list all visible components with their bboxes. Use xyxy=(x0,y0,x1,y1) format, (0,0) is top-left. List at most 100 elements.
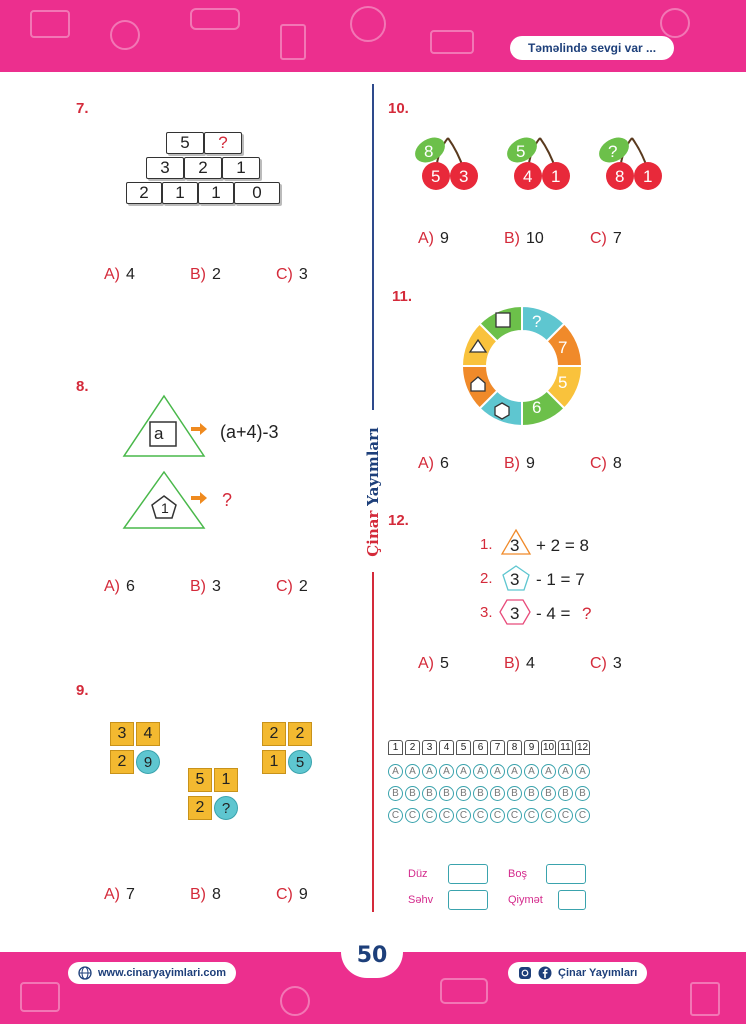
bubble-a[interactable]: A xyxy=(524,764,539,779)
answer-option-c[interactable]: C)2 xyxy=(276,578,308,595)
answer-option-b[interactable]: B)3 xyxy=(190,578,221,595)
bubble-a[interactable]: A xyxy=(405,764,420,779)
pentagon-shape xyxy=(502,565,530,591)
cherry-pair-icon xyxy=(507,137,570,190)
cherry-right-value: 1 xyxy=(643,167,653,186)
q10-number: 10. xyxy=(388,100,409,117)
circle: 9 xyxy=(136,750,160,774)
bubble-c[interactable]: C xyxy=(541,808,556,823)
square-shape xyxy=(495,312,511,328)
bubble-b[interactable]: B xyxy=(405,786,420,801)
bubble-c[interactable]: C xyxy=(473,808,488,823)
sheet-number: 3 xyxy=(422,740,437,755)
bubble-a[interactable]: A xyxy=(558,764,573,779)
bubble-a[interactable]: A xyxy=(507,764,522,779)
answer-option-b[interactable]: B)2 xyxy=(190,266,221,283)
answer-option-a[interactable]: A)7 xyxy=(104,886,135,903)
bubble-b[interactable]: B xyxy=(439,786,454,801)
bubble-a[interactable]: A xyxy=(388,764,403,779)
q8-triangles xyxy=(122,394,206,529)
answer-option-c[interactable]: C)7 xyxy=(590,230,622,247)
shape-value: 3 xyxy=(510,604,520,623)
q7-number: 7. xyxy=(76,100,89,117)
answer-option-a[interactable]: A)4 xyxy=(104,266,135,283)
bubble-b[interactable]: B xyxy=(456,786,471,801)
leaf-value: 8 xyxy=(424,142,434,161)
sheet-number: 4 xyxy=(439,740,454,755)
bubble-c[interactable]: C xyxy=(558,808,573,823)
answer-option-b[interactable]: B)10 xyxy=(504,230,544,247)
sheet-number: 8 xyxy=(507,740,522,755)
bubble-c[interactable]: C xyxy=(405,808,420,823)
pyramid-cell: 0 xyxy=(234,182,280,204)
bubble-c[interactable]: C xyxy=(524,808,539,823)
arrow-icon xyxy=(191,492,207,504)
bubble-c[interactable]: C xyxy=(507,808,522,823)
bubble-a[interactable]: A xyxy=(473,764,488,779)
answer-option-a[interactable]: A)6 xyxy=(104,578,135,595)
bubble-b[interactable]: B xyxy=(524,786,539,801)
pyramid-cell: 3 xyxy=(146,157,184,179)
brand-part-2: Yayımları xyxy=(364,427,382,506)
bubble-b[interactable]: B xyxy=(422,786,437,801)
footer-social[interactable]: Çinar Yayımları xyxy=(508,962,648,984)
bubble-c[interactable]: C xyxy=(439,808,454,823)
globe-icon xyxy=(78,966,92,980)
equation-rest: - 4 = xyxy=(536,604,571,623)
bubble-a[interactable]: A xyxy=(541,764,556,779)
bubble-a[interactable]: A xyxy=(490,764,505,779)
line-number: 2. xyxy=(480,570,493,587)
bubble-b[interactable]: B xyxy=(575,786,590,801)
answer-option-c[interactable]: C)3 xyxy=(590,655,622,672)
bubble-c[interactable]: C xyxy=(575,808,590,823)
sheet-number: 10 xyxy=(541,740,556,755)
bubble-c[interactable]: C xyxy=(456,808,471,823)
answer-option-c[interactable]: C)9 xyxy=(276,886,308,903)
social-text: Çinar Yayımları xyxy=(558,967,638,979)
bubble-a[interactable]: A xyxy=(456,764,471,779)
sheet-number: 12 xyxy=(575,740,590,755)
cherry-right-value: 3 xyxy=(459,167,469,186)
answer-option-b[interactable]: B)9 xyxy=(504,455,535,472)
bubble-b[interactable]: B xyxy=(490,786,505,801)
answer-option-c[interactable]: C)8 xyxy=(590,455,622,472)
bubble-c[interactable]: C xyxy=(422,808,437,823)
bubble-a[interactable]: A xyxy=(439,764,454,779)
answer-option-c[interactable]: C)3 xyxy=(276,266,308,283)
score-correct-label: Düz xyxy=(408,868,428,880)
answer-option-a[interactable]: A)9 xyxy=(418,230,449,247)
score-wrong-box[interactable] xyxy=(448,890,488,910)
answer-option-a[interactable]: A)5 xyxy=(418,655,449,672)
bubble-b[interactable]: B xyxy=(473,786,488,801)
tile: 2 xyxy=(288,722,312,746)
ring-segment-question: ? xyxy=(532,312,542,331)
hexagon-shape xyxy=(499,599,531,625)
bubble-b[interactable]: B xyxy=(388,786,403,801)
arrow-icon xyxy=(191,423,207,435)
bubble-a[interactable]: A xyxy=(422,764,437,779)
pyramid-cell: 1 xyxy=(198,182,234,204)
score-empty-box[interactable] xyxy=(546,864,586,884)
website-text: www.cinaryayimlari.com xyxy=(98,967,226,979)
score-grade-label: Qiymət xyxy=(508,894,543,906)
leaf-value-question: ? xyxy=(608,142,618,161)
answer-option-b[interactable]: B)4 xyxy=(504,655,535,672)
bubble-c[interactable]: C xyxy=(490,808,505,823)
triangle-top xyxy=(122,394,206,457)
bubble-a[interactable]: A xyxy=(575,764,590,779)
bubble-b[interactable]: B xyxy=(507,786,522,801)
score-grade-box[interactable] xyxy=(558,890,586,910)
equation-rest: - 1 = 7 xyxy=(536,570,585,589)
pyramid-cell-question: ? xyxy=(204,132,242,154)
answer-option-b[interactable]: B)8 xyxy=(190,886,221,903)
bubble-b[interactable]: B xyxy=(558,786,573,801)
bubble-b[interactable]: B xyxy=(541,786,556,801)
header-band: Təməlində sevgi var ... xyxy=(0,0,746,72)
q8-top-inner: a xyxy=(154,424,164,443)
score-correct-box[interactable] xyxy=(448,864,488,884)
cherry-pair-icon xyxy=(415,137,478,190)
footer-website[interactable]: www.cinaryayimlari.com xyxy=(68,962,236,984)
bubble-c[interactable]: C xyxy=(388,808,403,823)
answer-option-a[interactable]: A)6 xyxy=(418,455,449,472)
equation-question: ? xyxy=(582,604,592,623)
